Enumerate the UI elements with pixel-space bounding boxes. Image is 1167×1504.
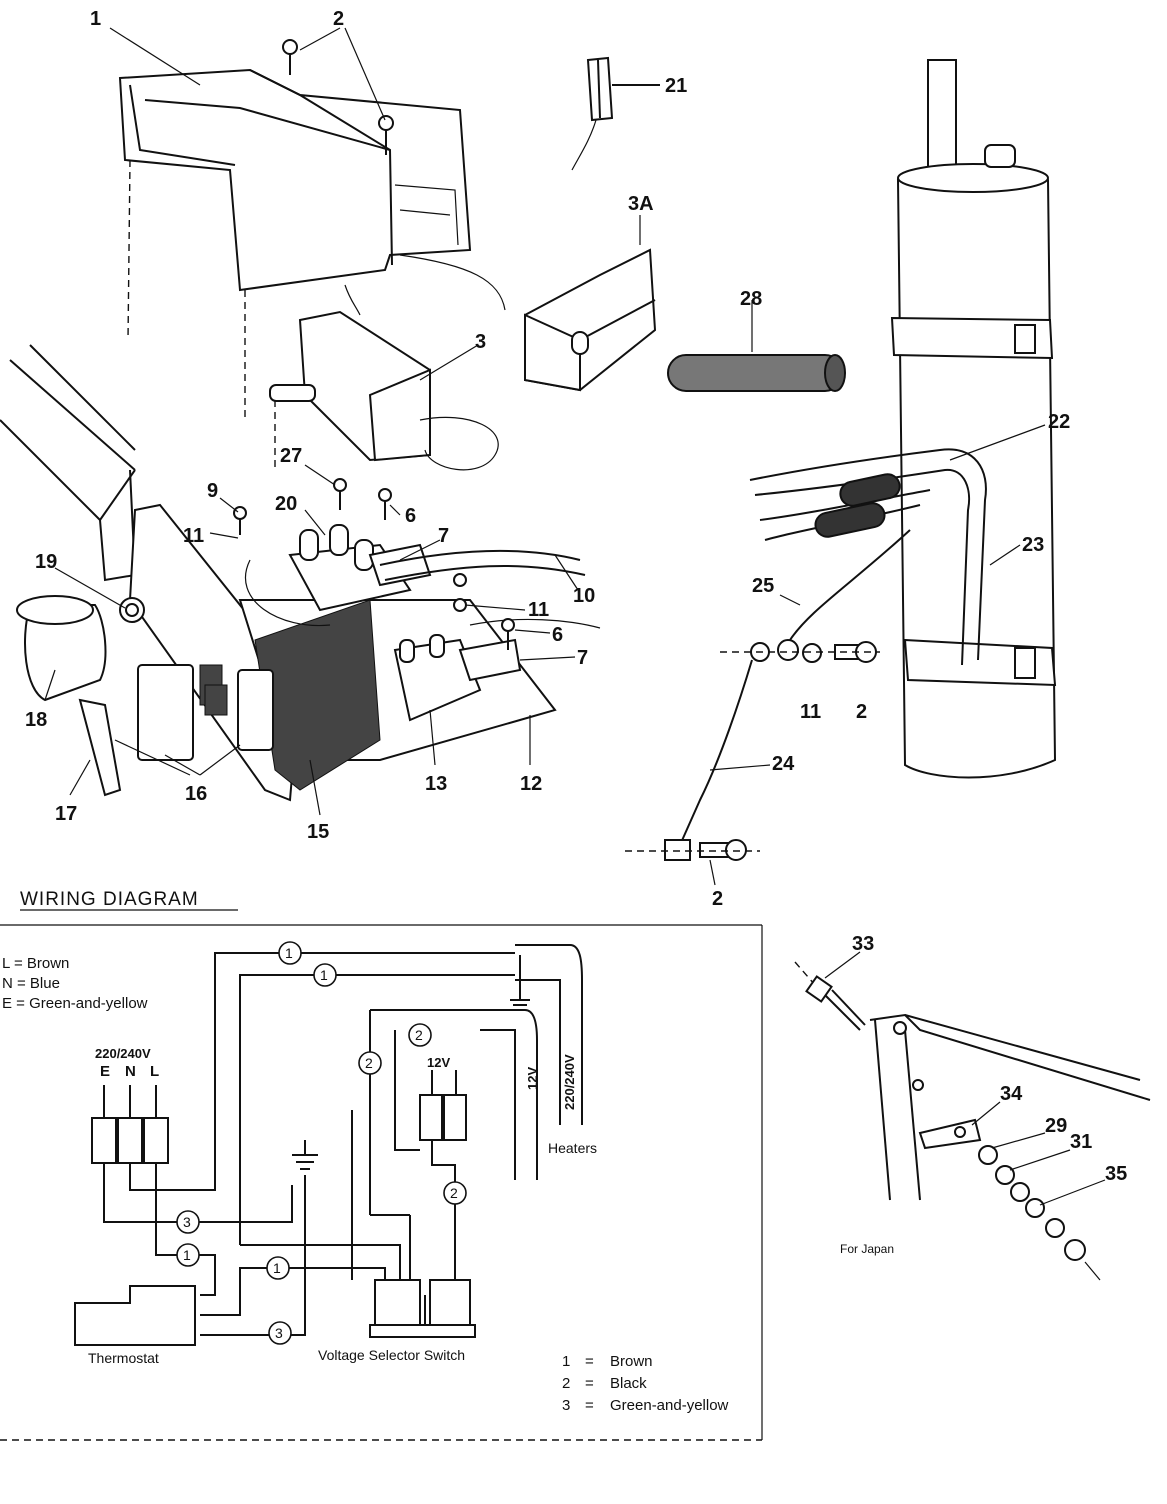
- callout-7: 7: [438, 525, 449, 547]
- callout-6b: 6: [552, 624, 563, 646]
- svg-text:Black: Black: [610, 1375, 647, 1392]
- callout-3: 3: [475, 331, 486, 353]
- callout-20: 20: [275, 493, 297, 515]
- heaters-label: Heaters: [548, 1140, 597, 1156]
- svg-text:1: 1: [273, 1260, 281, 1276]
- svg-text:1: 1: [183, 1247, 191, 1263]
- switch-label: Voltage Selector Switch: [318, 1347, 465, 1363]
- heater-12v-label: 12V: [427, 1055, 450, 1070]
- callout-11: 11: [183, 525, 204, 547]
- ground-wire-part: [625, 529, 911, 861]
- callout-labels: 1 2 21 3A 28 3 27 9 6 20 7 11 19 10 11 6…: [25, 8, 1127, 1185]
- callout-28: 28: [740, 288, 762, 310]
- svg-text:Brown: Brown: [610, 1353, 653, 1370]
- callout-24: 24: [772, 753, 795, 775]
- svg-text:=: =: [585, 1353, 594, 1370]
- callout-25: 25: [752, 575, 774, 597]
- washer-stack: [978, 1145, 1086, 1261]
- heater-tank: [890, 59, 1057, 779]
- control-chassis: [16, 478, 601, 802]
- callout-10: 10: [573, 585, 595, 607]
- callout-19: 19: [35, 551, 57, 573]
- callout-27: 27: [280, 445, 302, 467]
- svg-text:1: 1: [562, 1353, 570, 1370]
- callout-leaders: [44, 27, 1046, 886]
- callout-23: 23: [1022, 534, 1044, 556]
- callout-15: 15: [307, 821, 329, 843]
- terminal-e: E: [100, 1063, 110, 1080]
- terminal-l: L: [150, 1063, 159, 1080]
- callout-18: 18: [25, 709, 47, 731]
- callout-9: 9: [207, 480, 218, 502]
- svg-text:3: 3: [275, 1325, 283, 1341]
- callout-11b: 11: [528, 599, 549, 621]
- heater-cables: [749, 448, 987, 666]
- svg-text:=: =: [585, 1375, 594, 1392]
- heater-220-vertical: 220/240V: [562, 1054, 577, 1110]
- callout-29: 29: [1045, 1115, 1067, 1137]
- callout-16: 16: [185, 783, 207, 805]
- sleeve-part: [667, 300, 846, 392]
- callout-34: 34: [1000, 1083, 1023, 1105]
- terminal-n: N: [125, 1063, 136, 1080]
- svg-text:Green-and-yellow: Green-and-yellow: [610, 1397, 729, 1414]
- svg-text:2: 2: [450, 1185, 458, 1201]
- callout-12: 12: [520, 773, 542, 795]
- sensor-clip-part: [571, 56, 660, 171]
- callout-17: 17: [55, 803, 77, 825]
- svg-text:3: 3: [183, 1214, 191, 1230]
- callout-33: 33: [852, 933, 874, 955]
- svg-text:2: 2: [562, 1375, 570, 1392]
- callout-7b: 7: [577, 647, 588, 669]
- legend-e: E = Green-and-yellow: [2, 995, 148, 1012]
- callout-2b: 2: [856, 701, 867, 723]
- callout-6: 6: [405, 505, 416, 527]
- wiring-diagram-title: WIRING DIAGRAM: [20, 889, 199, 910]
- callout-2c: 2: [712, 888, 723, 910]
- supply-voltage: 220/240V: [95, 1046, 151, 1061]
- connector-block-part: [524, 215, 657, 392]
- wire-number-markers: 1 1 2 2 2 3 1 1 3: [176, 941, 467, 1345]
- japan-note: For Japan: [840, 1242, 894, 1256]
- callout-31: 31: [1070, 1131, 1092, 1153]
- legend-l: L = Brown: [2, 955, 69, 972]
- callout-22: 22: [1048, 411, 1070, 433]
- thermostat-part: [269, 254, 506, 471]
- svg-text:1: 1: [320, 967, 328, 983]
- svg-text:=: =: [585, 1397, 594, 1414]
- svg-text:1: 1: [285, 945, 293, 961]
- japan-detail: For Japan: [794, 951, 1151, 1281]
- callout-1: 1: [90, 8, 101, 30]
- thermostat-label: Thermostat: [88, 1350, 159, 1366]
- svg-text:2: 2: [415, 1027, 423, 1043]
- svg-text:2: 2: [365, 1055, 373, 1071]
- callout-35: 35: [1105, 1163, 1127, 1185]
- legend-n: N = Blue: [2, 975, 60, 992]
- cover-part: [118, 68, 472, 292]
- callout-3a: 3A: [628, 193, 654, 215]
- svg-text:3: 3: [562, 1397, 570, 1414]
- screw-icon: [282, 39, 394, 155]
- callout-21: 21: [665, 75, 687, 97]
- callout-13: 13: [425, 773, 447, 795]
- callout-11c: 11: [800, 701, 821, 723]
- wire-color-legend: 1 = Brown 2 = Black 3 = Green-and-yellow: [562, 1353, 729, 1414]
- callout-2: 2: [333, 8, 344, 30]
- cabinet-frame: [0, 159, 246, 582]
- heater-12v-vertical: 12V: [525, 1067, 540, 1090]
- wiring-diagram: WIRING DIAGRAM L = Brown N = Blue E = Gr…: [0, 889, 763, 1441]
